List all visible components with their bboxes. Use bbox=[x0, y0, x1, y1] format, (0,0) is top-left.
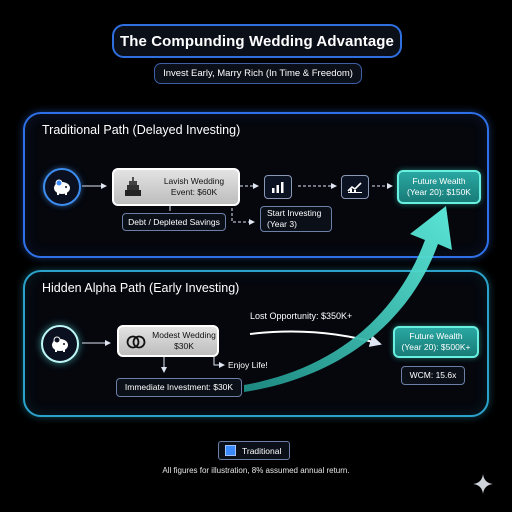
lost-opportunity-label: Lost Opportunity: $350K+ bbox=[250, 311, 353, 321]
lavish-wedding-box: Lavish Wedding Event: $60K bbox=[112, 168, 240, 206]
line-chart-icon bbox=[347, 182, 362, 193]
traditional-start-node bbox=[43, 168, 81, 206]
wcm-badge: WCM: 15.6x bbox=[401, 366, 465, 385]
sparkle-icon bbox=[473, 474, 493, 494]
footnote: All figures for illustration, 8% assumed… bbox=[162, 466, 350, 475]
alpha-future-label: Future Wealth bbox=[409, 331, 463, 341]
bar-chart-icon bbox=[272, 182, 284, 193]
legend: Traditional bbox=[218, 441, 290, 460]
alpha-heading: Hidden Alpha Path (Early Investing) bbox=[42, 281, 240, 295]
start-investing-year: (Year 3) bbox=[267, 219, 297, 229]
legend-swatch bbox=[225, 445, 236, 456]
page-title: The Compunding Wedding Advantage bbox=[112, 24, 402, 58]
modest-wedding-title: Modest Wedding bbox=[152, 330, 216, 340]
piggy-bank-icon bbox=[54, 179, 70, 195]
piggy-bank-icon bbox=[52, 336, 68, 352]
start-investing-label: Start Investing bbox=[267, 208, 322, 218]
modest-wedding-amount: $30K bbox=[174, 341, 194, 351]
lavish-wedding-amount: Event: $60K bbox=[170, 187, 218, 197]
line-chart-box bbox=[341, 175, 369, 199]
subtitle: Invest Early, Marry Rich (In Time & Free… bbox=[154, 63, 362, 84]
traditional-future-label: Future Wealth bbox=[412, 176, 466, 186]
cake-icon bbox=[125, 177, 141, 196]
traditional-heading: Traditional Path (Delayed Investing) bbox=[42, 123, 241, 137]
debt-label: Debt / Depleted Savings bbox=[122, 213, 226, 231]
traditional-future-wealth: Future Wealth (Year 20): $150K bbox=[397, 170, 481, 204]
rings-icon bbox=[126, 335, 146, 349]
modest-wedding-box: Modest Wedding $30K bbox=[117, 325, 219, 357]
start-investing-box: Start Investing (Year 3) bbox=[260, 206, 332, 232]
alpha-start-node bbox=[41, 325, 79, 363]
lavish-wedding-title: Lavish Wedding bbox=[163, 176, 225, 186]
bar-chart-box bbox=[264, 175, 292, 199]
legend-label: Traditional bbox=[242, 445, 282, 456]
immediate-investment-box: Immediate Investment: $30K bbox=[116, 378, 242, 397]
enjoy-life-label: Enjoy Life! bbox=[228, 360, 268, 370]
alpha-future-wealth: Future Wealth (Year 20): $500K+ bbox=[393, 326, 479, 358]
alpha-future-amount: (Year 20): $500K+ bbox=[401, 342, 471, 352]
traditional-future-amount: (Year 20): $150K bbox=[407, 187, 471, 197]
growth-arrow bbox=[244, 206, 452, 392]
